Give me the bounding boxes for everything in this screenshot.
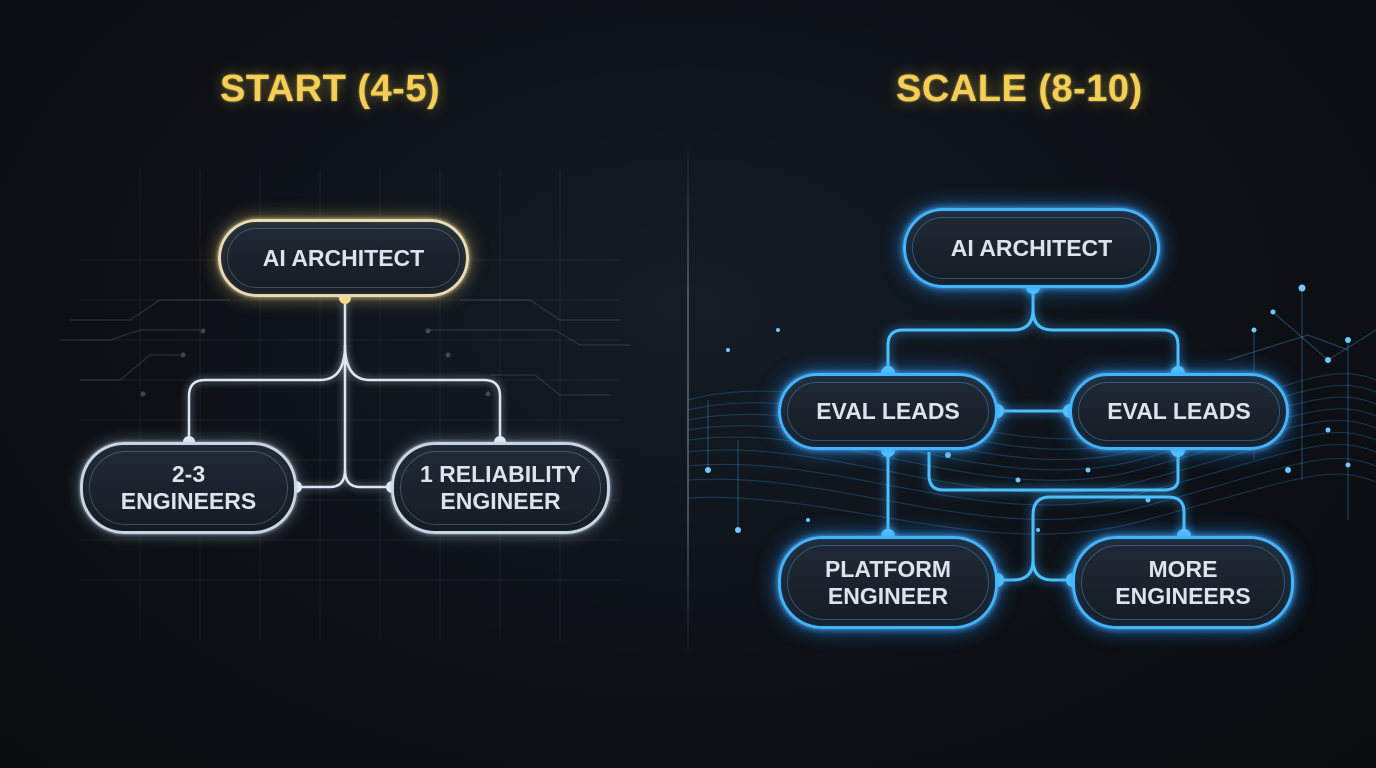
start-connectors [183,292,506,493]
node-label-line1: PLATFORM [824,555,952,582]
node-more-engineers: MORE ENGINEERS [1072,536,1294,629]
node-label: AI ARCHITECT [262,244,425,271]
node-ai-architect-start: AI ARCHITECT [218,219,469,297]
node-label: AI ARCHITECT [950,234,1113,261]
scale-title: SCALE (8-10) [896,68,1143,110]
node-label-line1: 2-3 [171,461,206,487]
node-platform-engineer: PLATFORM ENGINEER [778,536,998,629]
node-engineers-start: 2-3 ENGINEERS [80,442,297,534]
node-label: EVAL LEADS [1107,398,1251,424]
node-ai-architect-scale: AI ARCHITECT [903,208,1160,288]
node-label-line2: ENGINEERS [120,488,257,514]
node-reliability-engineer-start: 1 RELIABILITY ENGINEER [391,442,610,534]
node-eval-leads-right: EVAL LEADS [1069,373,1289,450]
node-label-line1: MORE [1148,555,1218,582]
panel-divider [687,140,689,660]
start-panel: START (4-5) AI ARCHITECT 2-3 ENGINEERS 1… [60,68,630,640]
node-eval-leads-left: EVAL LEADS [778,373,998,450]
node-label: EVAL LEADS [816,398,960,424]
start-title: START (4-5) [220,68,441,110]
node-label-line2: ENGINEER [827,582,949,609]
node-label-line2: ENGINEERS [1115,582,1251,609]
scale-panel: SCALE (8-10) AI ARCHITECT EVAL LEADS EVA… [688,0,1376,768]
node-label-line2: ENGINEER [440,488,561,514]
node-label-line1: 1 RELIABILITY [419,461,581,487]
